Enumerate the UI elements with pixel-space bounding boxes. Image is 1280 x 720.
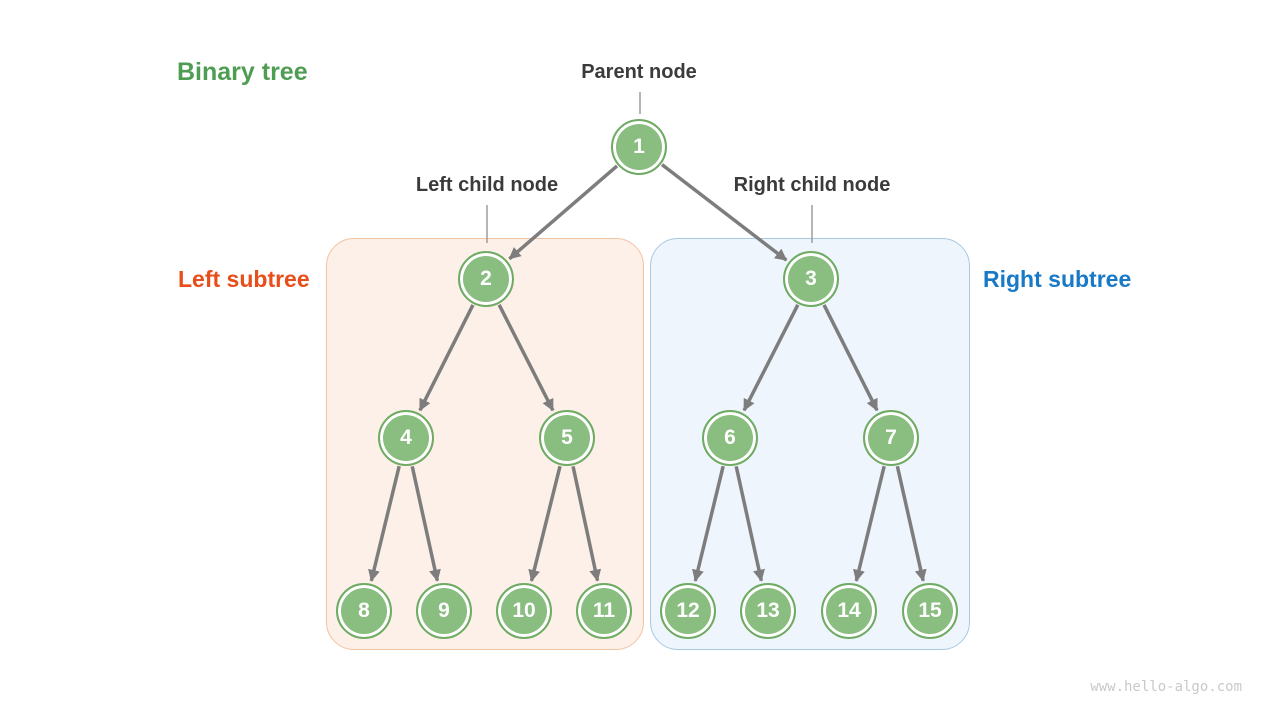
tree-node-value: 6 [724, 426, 736, 449]
edge-1-3 [660, 163, 788, 262]
tree-node-value: 3 [805, 267, 817, 290]
edge-5-10 [528, 465, 562, 582]
tree-node-value: 1 [633, 135, 645, 158]
edge-6-13 [734, 465, 765, 582]
tree-node-14: 14 [821, 583, 877, 639]
tree-node-value: 15 [918, 599, 942, 622]
right-subtree-label: Right subtree [983, 266, 1132, 292]
tree-node-15: 15 [902, 583, 958, 639]
edge-4-8 [368, 465, 401, 582]
tree-node-value: 13 [756, 599, 780, 622]
tree-node-value: 4 [400, 426, 412, 449]
tree-node-value: 14 [837, 599, 861, 622]
right-child-node-label: Right child node [733, 174, 891, 196]
tree-node-value: 2 [480, 267, 492, 290]
diagram-title: Binary tree [177, 58, 308, 86]
left-child-node-label: Left child node [415, 174, 559, 196]
tree-node-3: 3 [783, 251, 839, 307]
tree-node-value: 9 [438, 599, 450, 622]
tree-node-7: 7 [863, 410, 919, 466]
annotation-pointer-lines [486, 92, 813, 243]
edge-5-11 [571, 465, 602, 582]
tree-node-value: 5 [561, 426, 573, 449]
edge-3-6 [742, 304, 800, 412]
edge-3-7 [822, 304, 879, 412]
tree-node-value: 8 [358, 599, 370, 622]
tree-node-value: 11 [592, 599, 616, 622]
tree-node-9: 9 [416, 583, 472, 639]
tree-node-1: 1 [611, 119, 667, 175]
tree-node-4: 4 [378, 410, 434, 466]
edge-2-5 [497, 304, 555, 412]
tree-node-10: 10 [496, 583, 552, 639]
parent-node-label: Parent node [581, 61, 697, 83]
tree-node-11: 11 [576, 583, 632, 639]
tree-edge-arrows [368, 163, 927, 582]
edge-2-4 [418, 304, 475, 412]
tree-node-2: 2 [458, 251, 514, 307]
edge-7-15 [895, 465, 927, 582]
watermark: www.hello-algo.com [1090, 679, 1242, 695]
tree-node-value: 10 [512, 599, 536, 622]
edge-4-9 [410, 465, 441, 582]
tree-node-value: 7 [885, 426, 897, 449]
tree-node-6: 6 [702, 410, 758, 466]
tree-node-13: 13 [740, 583, 796, 639]
edge-7-14 [853, 465, 886, 582]
edge-6-12 [692, 465, 725, 582]
tree-node-5: 5 [539, 410, 595, 466]
edge-1-2 [508, 164, 619, 261]
tree-node-8: 8 [336, 583, 392, 639]
left-subtree-label: Left subtree [178, 266, 310, 292]
tree-node-value: 12 [676, 599, 700, 622]
tree-node-12: 12 [660, 583, 716, 639]
